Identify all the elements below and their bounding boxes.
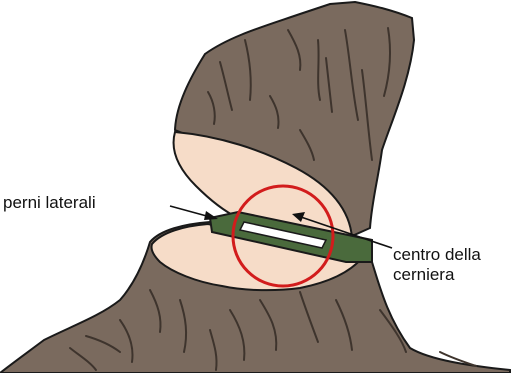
side-pins-arrowhead xyxy=(204,211,218,220)
label-hinge-center-line1: centro della xyxy=(393,245,481,264)
label-hinge-center-line2: cerniera xyxy=(393,265,455,284)
label-side-pins: perni laterali xyxy=(3,193,96,212)
